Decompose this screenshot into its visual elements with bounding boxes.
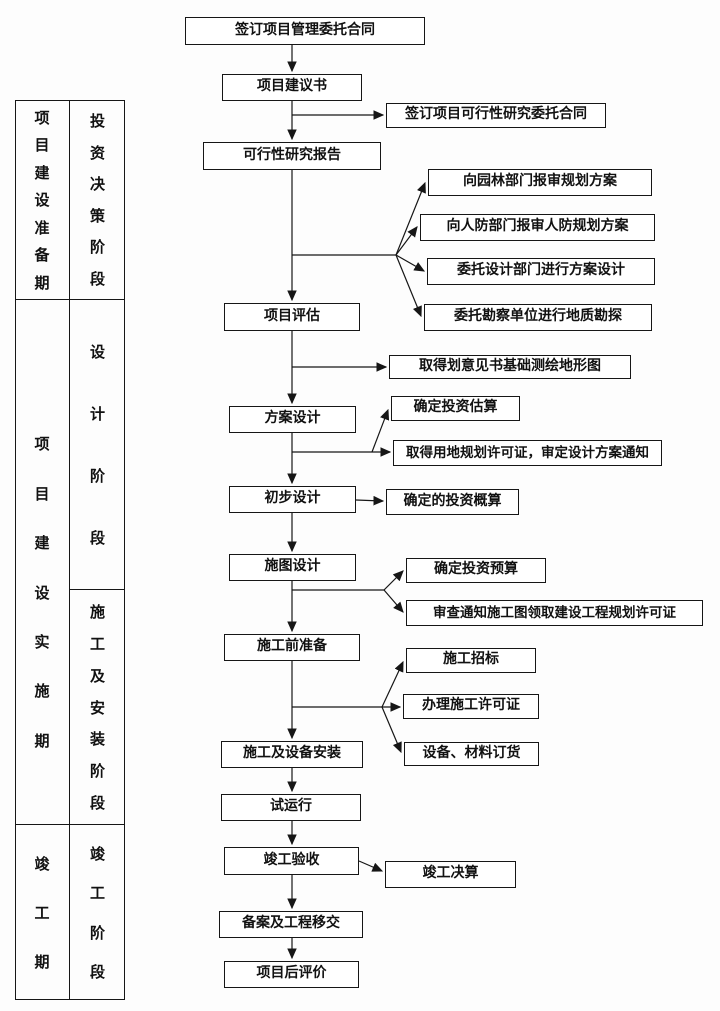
phase-stage-construction-install-label: 施工及安装阶段 xyxy=(89,604,105,813)
phase-stage-completion-label: 竣工阶段 xyxy=(89,847,105,981)
investment-estimate-node: 确定投资估算 xyxy=(391,396,520,421)
garden-dept-approval-node: 向园林部门报审规划方案 xyxy=(428,169,652,196)
phase-stage-completion: 竣工阶段 xyxy=(70,825,125,1000)
obtain-planning-opinion-node: 取得划意见书基础测绘地形图 xyxy=(389,355,631,379)
pre-construction-prep-node: 施工前准备 xyxy=(224,634,360,661)
phase-stage-design-label: 设计阶段 xyxy=(89,345,105,547)
scheme-design-node: 方案设计 xyxy=(229,406,356,433)
entrust-scheme-design-node: 委托设计部门进行方案设计 xyxy=(427,258,655,285)
trial-run-node: 试运行 xyxy=(221,794,361,821)
feasibility-report-node: 可行性研究报告 xyxy=(203,142,381,170)
completion-settlement-node: 竣工决算 xyxy=(385,861,516,888)
civil-defense-approval-node: 向人防部门报审人防规划方案 xyxy=(420,214,655,241)
phase-period-implementation: 项目建设实施期 xyxy=(15,300,70,825)
phase-period-completion: 竣工期 xyxy=(15,825,70,1000)
investment-budget-node: 确定投资预算 xyxy=(406,558,546,583)
phase-stage-construction-install: 施工及安装阶段 xyxy=(70,590,125,825)
construction-drawing-design-node: 施图设计 xyxy=(229,554,356,581)
project-proposal-node: 项目建议书 xyxy=(222,74,362,101)
construction-bidding-node: 施工招标 xyxy=(406,648,536,673)
project-evaluation-node: 项目评估 xyxy=(224,303,360,331)
construction-planning-permit-node: 审查通知施工图领取建设工程规划许可证 xyxy=(406,600,703,626)
construction-permit-node: 办理施工许可证 xyxy=(403,694,539,719)
post-evaluation-node: 项目后评价 xyxy=(224,961,359,988)
equipment-material-order-node: 设备、材料订货 xyxy=(404,742,539,766)
investment-budget-estimate-node: 确定的投资概算 xyxy=(386,489,519,515)
branch-connectors xyxy=(292,110,426,872)
phase-stage-design: 设计阶段 xyxy=(70,300,125,590)
phase-period-implementation-label: 项目建设实施期 xyxy=(34,437,50,750)
preliminary-design-node: 初步设计 xyxy=(229,486,356,513)
completion-acceptance-node: 竣工验收 xyxy=(224,847,359,875)
phase-period-preparation: 项目建设准备期 xyxy=(15,100,70,300)
land-planning-permit-node: 取得用地规划许可证，审定设计方案通知 xyxy=(393,440,662,466)
phase-stage-investment-decision-label: 投资决策阶段 xyxy=(89,114,105,288)
sign-management-contract-node: 签订项目管理委托合同 xyxy=(185,17,425,45)
sign-feasibility-contract-node: 签订项目可行性研究委托合同 xyxy=(386,103,606,128)
entrust-geological-survey-node: 委托勘察单位进行地质勘探 xyxy=(424,304,652,331)
construction-equipment-install-node: 施工及设备安装 xyxy=(221,741,363,768)
phase-stage-investment-decision: 投资决策阶段 xyxy=(70,100,125,300)
filing-handover-node: 备案及工程移交 xyxy=(219,911,363,938)
phase-period-preparation-label: 项目建设准备期 xyxy=(34,110,50,292)
phase-period-completion-label: 竣工期 xyxy=(34,857,50,971)
